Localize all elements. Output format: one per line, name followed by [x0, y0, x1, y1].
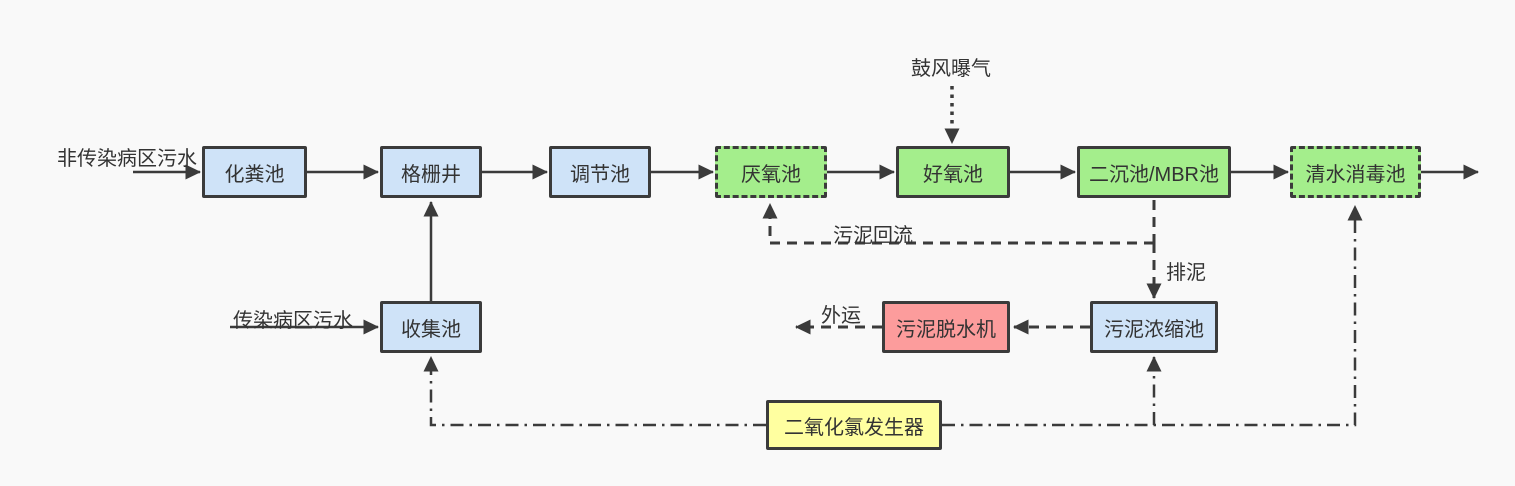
node-label: 化粪池: [224, 163, 285, 186]
edge-generator-to-collection: [423, 356, 766, 427]
node-chlorine-dioxide-generator[interactable]: 二氧化氯发生器: [766, 400, 942, 450]
node-label: 调节池: [570, 163, 630, 186]
node-label: 收集池: [401, 318, 461, 341]
node-label: 清水消毒池: [1305, 163, 1406, 186]
node-label: 污泥脱水机: [896, 318, 996, 341]
node-label: 厌氧池: [741, 163, 801, 186]
node-sludge-thickening-tank[interactable]: 污泥浓缩池: [1090, 301, 1218, 353]
edge-generator-to-disinfection: [942, 205, 1363, 427]
node-septic-tank[interactable]: 化粪池: [202, 146, 307, 198]
node-regulating-tank[interactable]: 调节池: [549, 146, 651, 198]
node-label: 好氧池: [923, 163, 983, 186]
edge-sludge-return: [762, 203, 1154, 245]
node-aerobic-tank[interactable]: 好氧池: [896, 146, 1010, 198]
node-label: 污泥浓缩池: [1104, 318, 1204, 341]
label-non-infectious-inflow: 非传染病区污水: [57, 148, 197, 170]
node-label: 二沉池/MBR池: [1089, 163, 1219, 186]
node-label: 二氧化氯发生器: [784, 416, 924, 439]
label-outward-transport: 外运: [821, 305, 861, 327]
label-sludge-discharge: 排泥: [1166, 262, 1206, 284]
node-sludge-dewatering-machine[interactable]: 污泥脱水机: [882, 301, 1010, 353]
label-sludge-return: 污泥回流: [833, 225, 913, 247]
node-anaerobic-tank[interactable]: 厌氧池: [715, 146, 827, 198]
label-infectious-inflow: 传染病区污水: [233, 310, 353, 332]
node-secondary-mbr-tank[interactable]: 二沉池/MBR池: [1077, 146, 1231, 198]
node-collection-tank[interactable]: 收集池: [380, 301, 482, 353]
node-clear-water-disinfection-tank[interactable]: 清水消毒池: [1290, 146, 1421, 198]
node-label: 格栅井: [401, 163, 461, 186]
label-blast-aeration: 鼓风曝气: [911, 58, 991, 80]
node-screen-well[interactable]: 格栅井: [380, 146, 482, 198]
